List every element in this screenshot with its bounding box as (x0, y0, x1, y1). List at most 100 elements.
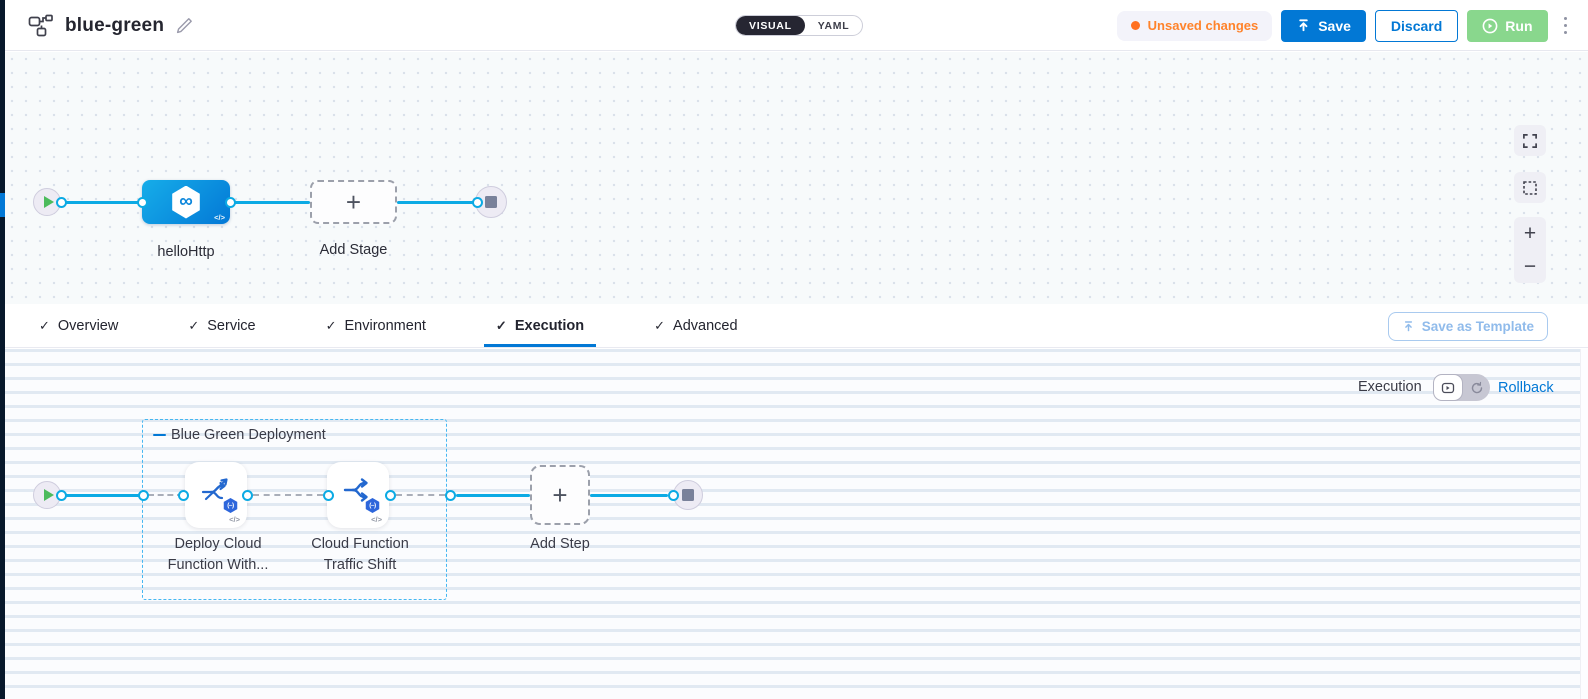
header-actions: Unsaved changes Save Discard Run (1116, 9, 1575, 42)
fullscreen-icon (1523, 133, 1537, 148)
dashed-connector-line (253, 494, 323, 496)
code-icon: </> (229, 515, 240, 524)
yaml-toggle-button[interactable]: YAML (817, 19, 850, 32)
view-mode-toggle: VISUAL YAML (735, 15, 864, 36)
connector-line (456, 494, 530, 497)
unsaved-changes-label: Unsaved changes (1147, 18, 1259, 33)
connector-line (397, 201, 475, 204)
execution-rollback-toggle[interactable] (1433, 374, 1490, 401)
stop-icon (485, 196, 497, 208)
run-button[interactable]: Run (1467, 9, 1548, 42)
unsaved-changes-badge: Unsaved changes (1116, 10, 1273, 41)
check-icon: ✓ (188, 317, 200, 333)
connector-dot[interactable] (445, 490, 456, 501)
execution-view-option[interactable] (1433, 374, 1463, 401)
connector-dot[interactable] (56, 197, 67, 208)
rollback-link[interactable]: Rollback (1498, 380, 1554, 396)
connector-dot[interactable] (323, 490, 334, 501)
tab-label: Environment (344, 317, 426, 334)
step-group-label-row: Blue Green Deployment (153, 427, 326, 443)
execution-mode-label: Execution (1358, 379, 1422, 395)
execution-start-node[interactable] (33, 481, 61, 509)
group-collapse-dash-icon[interactable] (153, 433, 166, 437)
edit-pencil-icon[interactable] (175, 16, 194, 35)
rollback-view-option[interactable] (1463, 381, 1490, 395)
connector-dot[interactable] (56, 490, 67, 501)
code-icon: </> (214, 213, 225, 222)
infinity-glyph: ∞ (179, 191, 193, 212)
tab-execution[interactable]: ✓ Execution (483, 304, 597, 347)
check-icon: ✓ (495, 317, 507, 333)
cloud-functions-badge-icon: (–) (365, 498, 380, 513)
pipeline-title-group: blue-green (28, 0, 194, 51)
step-card-traffic-shift[interactable]: (–) </> (327, 462, 389, 528)
marquee-select-button[interactable] (1514, 172, 1546, 203)
connector-line (61, 201, 144, 204)
connector-dot[interactable] (668, 490, 679, 501)
left-nav-active-indicator (0, 193, 5, 217)
dashed-connector-line (148, 494, 183, 496)
add-stage-button[interactable]: + (310, 180, 397, 224)
save-button[interactable]: Save (1281, 9, 1366, 42)
save-as-template-button[interactable]: Save as Template (1387, 312, 1548, 341)
connector-line (590, 494, 668, 497)
tab-label: Overview (57, 317, 119, 334)
fullscreen-button[interactable] (1514, 125, 1546, 156)
tab-label: Execution (514, 317, 585, 334)
scrollbar-track[interactable] (1580, 349, 1588, 699)
left-nav-strip (0, 0, 5, 699)
pipeline-icon (28, 14, 54, 37)
play-icon (43, 489, 54, 501)
connector-line (230, 201, 310, 204)
discard-button-label: Discard (1390, 17, 1443, 34)
plus-icon: + (552, 480, 568, 510)
dashed-connector-line (396, 494, 445, 496)
tab-service[interactable]: ✓ Service (176, 304, 267, 347)
visual-toggle-button[interactable]: VISUAL (736, 16, 805, 35)
connector-dot[interactable] (225, 197, 236, 208)
run-play-icon (1482, 18, 1498, 34)
unsaved-dot-icon (1130, 21, 1140, 30)
step-name-label: Deploy Cloud Function With... (167, 536, 269, 573)
stage-card-hellohttp[interactable]: ∞ </> (142, 180, 230, 224)
connector-dot[interactable] (242, 490, 253, 501)
rollback-view-icon (1471, 381, 1482, 393)
run-button-label: Run (1505, 17, 1533, 34)
execution-canvas[interactable]: Execution Rollback Blue Green Deployment (5, 349, 1588, 699)
connector-dot[interactable] (138, 490, 149, 501)
check-icon: ✓ (654, 317, 666, 333)
cloud-functions-badge-icon: (–) (223, 498, 238, 513)
template-upload-icon (1402, 320, 1415, 333)
plus-icon: + (345, 187, 362, 217)
code-icon: </> (371, 515, 382, 524)
connector-dot[interactable] (385, 490, 396, 501)
tab-advanced[interactable]: ✓ Advanced (642, 304, 749, 347)
check-icon: ✓ (39, 317, 50, 333)
step-name-label: Cloud Function Traffic Shift (311, 536, 409, 573)
stage-canvas[interactable]: ∞ </> helloHttp + Add Stage + − (5, 52, 1588, 304)
connector-dot[interactable] (472, 197, 483, 208)
step-group-blue-green-deployment[interactable] (142, 419, 447, 600)
marquee-select-icon (1523, 180, 1537, 195)
discard-button[interactable]: Discard (1374, 9, 1459, 42)
check-icon: ✓ (325, 317, 337, 333)
stop-icon (682, 489, 694, 501)
zoom-in-button[interactable]: + (1523, 222, 1537, 245)
header: blue-green VISUAL YAML Unsaved changes S… (0, 0, 1588, 51)
connector-dot[interactable] (178, 490, 189, 501)
add-step-button[interactable]: + (530, 465, 590, 525)
save-as-template-label: Save as Template (1421, 319, 1534, 334)
more-options-icon[interactable] (1557, 12, 1575, 40)
connector-dot[interactable] (137, 197, 148, 208)
zoom-out-button[interactable]: − (1523, 255, 1537, 278)
step-card-deploy-cloud-function[interactable]: (–) </> (185, 462, 247, 528)
config-tabbar: ✓ Overview ✓ Service ✓ Environment ✓ Exe… (5, 304, 1588, 348)
cloud-function-traffic-shift-icon (339, 471, 377, 509)
step-group-label: Blue Green Deployment (171, 427, 326, 443)
add-stage-label: Add Stage (319, 242, 388, 258)
save-button-label: Save (1318, 17, 1351, 34)
tab-environment[interactable]: ✓ Environment (314, 304, 438, 347)
tab-label: Advanced (673, 317, 738, 334)
execution-view-icon (1441, 382, 1455, 393)
tab-overview[interactable]: ✓ Overview (27, 304, 130, 347)
